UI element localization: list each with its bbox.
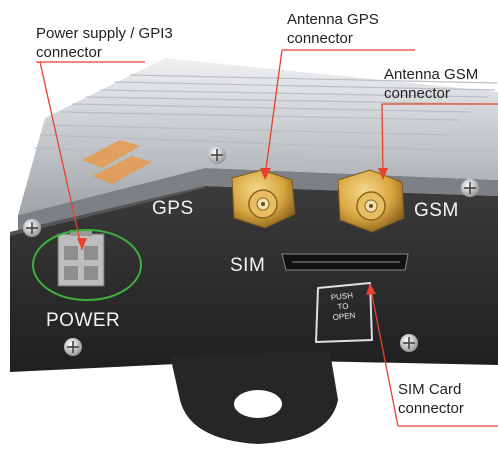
screw-icon: [461, 179, 479, 197]
callout-line: Power supply / GPI3: [36, 25, 173, 42]
push-to-open-plate: [315, 282, 373, 343]
callout-line: connector: [36, 44, 102, 61]
sim-card-slot: [281, 253, 409, 271]
panel-label-gsm: GSM: [414, 200, 459, 221]
callout-gsm-connector: Antenna GSM connector: [384, 65, 478, 103]
screw-icon: [208, 146, 226, 164]
mounting-tab: [170, 352, 338, 444]
callout-line: Antenna GSM: [384, 66, 479, 83]
gsm-antenna-connector: [337, 169, 405, 233]
leader-line-power: [39, 61, 83, 251]
brand-logo: [82, 140, 152, 184]
callout-sim-connector: SIM Card connector: [398, 380, 464, 418]
callout-line: connector: [398, 400, 464, 417]
leader-line-gps: [264, 49, 283, 177]
leader-lines: [36, 49, 498, 427]
device-front-panel: [10, 186, 498, 372]
screw-icon: [23, 219, 41, 237]
screw-icon: [64, 338, 82, 356]
power-highlight-circle: [32, 229, 142, 301]
callout-gps-connector: Antenna GPS connector: [287, 10, 379, 48]
panel-label-power: POWER: [46, 310, 121, 331]
callout-line: connector: [287, 30, 353, 47]
callout-line: Antenna GPS: [287, 11, 379, 28]
panel-label-gps: GPS: [152, 198, 194, 219]
panel-label-sim: SIM: [230, 255, 266, 276]
leader-line-sim: [369, 284, 399, 427]
callout-line: connector: [384, 85, 450, 102]
screw-icon: [400, 334, 418, 352]
callout-line: SIM Card: [398, 381, 462, 398]
callout-power-connector: Power supply / GPI3 connector: [36, 24, 173, 62]
leader-line-gsm: [381, 103, 384, 177]
leader-arrowheads: [77, 168, 388, 295]
push-to-open-label: PUSH TO OPEN: [317, 289, 370, 324]
power-connector: [57, 230, 105, 287]
